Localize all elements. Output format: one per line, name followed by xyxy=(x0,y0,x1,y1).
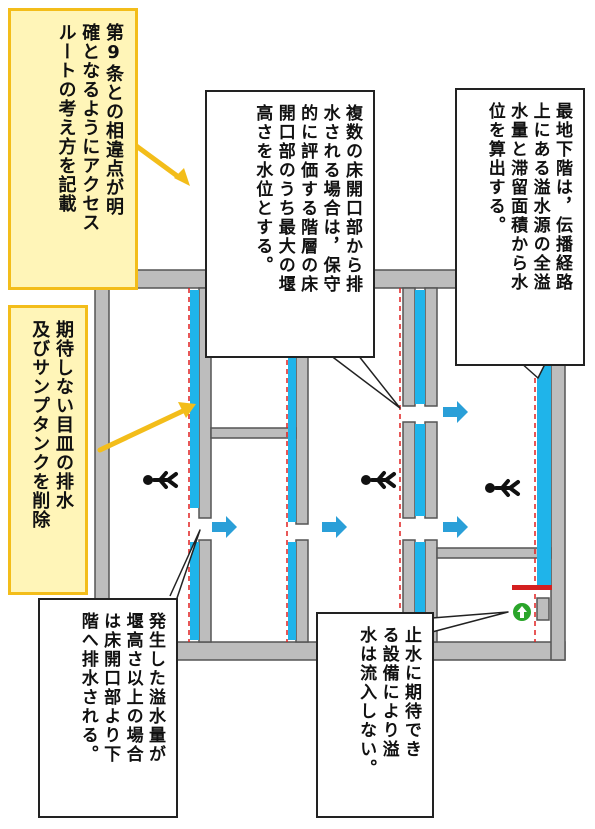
floor-slab-4-mid xyxy=(424,421,438,519)
water-layer-1-upper xyxy=(190,290,199,508)
green-up-arrow-badge-icon xyxy=(511,601,533,623)
note-access-route: 第9条との相違点が明 確となるようにアクセス ルートの考え方を記載 xyxy=(8,8,138,290)
callout-lowest-floor-water-level: 最地下階は，伝播経路 上にある溢水源の全溢 水量と滞留面積から水 位を算出する。 xyxy=(455,88,585,366)
blue-arrow-icons xyxy=(212,401,468,538)
water-layer-2-upper xyxy=(288,290,296,522)
callout-drain-to-lower-floor: 発生した溢水量が 堰高さ以上の場合 は床開口部より下 階へ排水される。 xyxy=(38,598,178,818)
blue-arrow-icon xyxy=(443,516,468,538)
pointer-arrows xyxy=(97,142,196,453)
water-layer-3-mid xyxy=(415,424,425,516)
floor-slab-1-lower xyxy=(198,539,212,643)
partition-wall-2 xyxy=(436,547,552,559)
floor-slab-3-upper xyxy=(402,287,416,407)
callout-water-stop-equipment: 止水に期待でき る設備により溢 水は流入しない。 xyxy=(316,612,434,818)
floor-slab-4-upper xyxy=(424,287,438,407)
callout-tail-top-right xyxy=(519,361,547,379)
equipment-box xyxy=(536,597,550,621)
water-layer-3-upper xyxy=(415,290,425,404)
water-layer-1-lower xyxy=(190,542,199,640)
walking-person-icons xyxy=(143,471,520,497)
floor-slab-3-mid xyxy=(402,421,416,519)
walking-person-icon xyxy=(361,471,396,489)
water-layer-2-lower xyxy=(288,542,296,640)
blue-arrow-icon xyxy=(443,401,468,423)
partition-wall-1 xyxy=(210,427,297,439)
blue-arrow-icon xyxy=(322,516,347,538)
note-sump-tank: 期待しない目皿の排水 及びサンプタンクを削除 xyxy=(8,305,88,595)
walking-person-icon xyxy=(485,479,520,497)
water-layer-3-lower xyxy=(415,542,425,640)
floor-slab-2-lower xyxy=(295,539,309,643)
callout-tails xyxy=(169,354,547,633)
callout-tail-top-mid xyxy=(329,354,401,409)
walking-person-icon xyxy=(143,471,178,489)
callout-tail-bottom-left xyxy=(169,529,201,605)
blue-arrow-icon xyxy=(212,516,237,538)
callout-tail-bottom-mid xyxy=(431,611,509,633)
callout-floor-opening-max-weir: 複数の床開口部から排 水される場合は，保守 的に評価する階層の床 開口部のうち最… xyxy=(205,90,375,358)
red-bar xyxy=(512,585,552,590)
